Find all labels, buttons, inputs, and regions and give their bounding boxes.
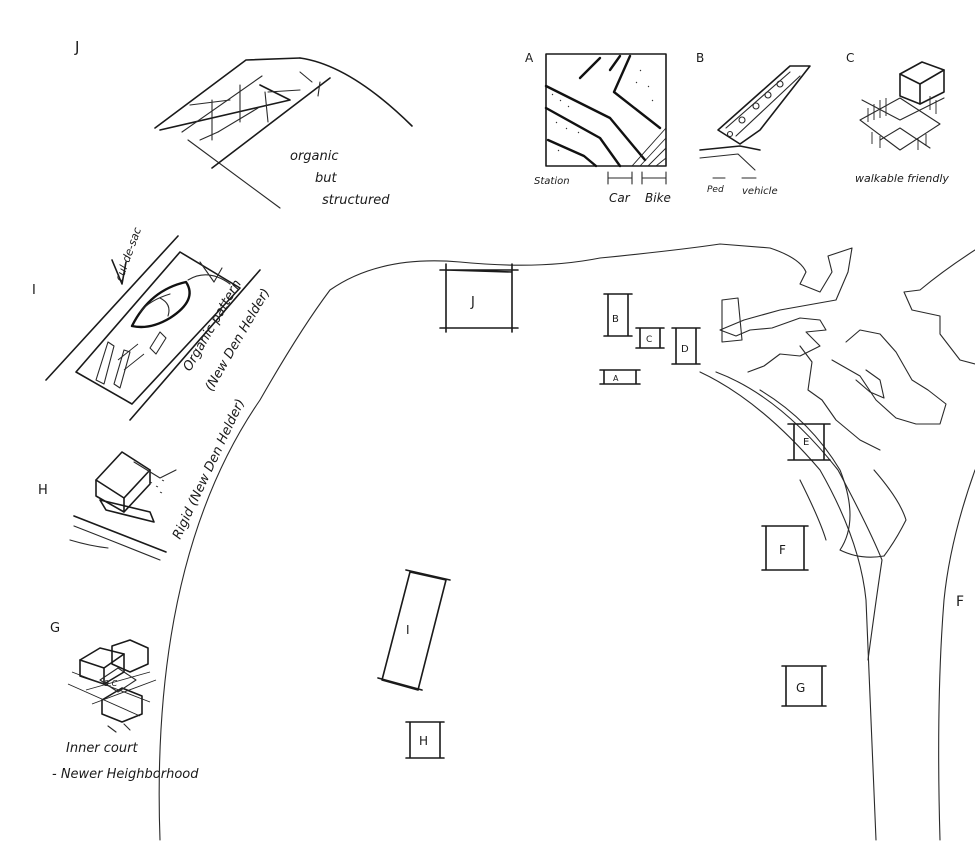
plot-i: I (377, 569, 451, 691)
sketch-a-station: Station (534, 176, 570, 187)
plot-e-label: E (803, 437, 809, 448)
sketch-i-letter: I (32, 283, 36, 298)
sketch-g: G 9.C Inner court - Newer Heighborhood (50, 621, 199, 782)
plot-h-label: H (419, 734, 428, 748)
sketch-b: B Ped vehicle (696, 51, 811, 197)
sketch-j-note-1: organic (290, 149, 339, 164)
plot-c-label: C (646, 335, 652, 345)
map-edge-label: F (956, 594, 964, 610)
sketch-a-letter: A (525, 51, 534, 65)
plot-a-label: A (613, 374, 619, 383)
plot-d-label: D (681, 344, 689, 355)
site-map: J B C D A E F I (158, 243, 975, 841)
sketch-b-vehicle: vehicle (742, 186, 778, 197)
sketch-h-note: Rigid (New Den Helder) (170, 397, 248, 542)
plot-j-label: J (470, 295, 475, 310)
plot-b: B (603, 293, 633, 337)
plot-i-label: I (406, 623, 410, 637)
plot-a: A (599, 369, 641, 385)
sketch-b-ped: Ped (707, 185, 724, 195)
plot-h: H (405, 721, 445, 759)
sketch-c-note: walkable friendly (855, 172, 949, 185)
sketch-h-letter: H (38, 483, 48, 498)
sketch-b-letter: B (696, 51, 704, 65)
sketch-j-letter: J (74, 38, 79, 56)
sketch-j-note-3: structured (322, 193, 390, 208)
plot-d: D (671, 327, 701, 365)
plot-b-label: B (612, 314, 619, 325)
sketch-g-court-mark: 9.C (104, 679, 118, 688)
plot-g: G (781, 665, 827, 707)
sketch-g-note-2: - Newer Heighborhood (52, 767, 199, 782)
sketch-a-bike: Bike (645, 191, 671, 205)
sketch-a: A Station Car Bike (525, 51, 671, 205)
plot-f: F (761, 525, 809, 571)
coastline (158, 243, 853, 841)
sketch-g-note-1: Inner court (66, 741, 138, 756)
plot-g-label: G (796, 681, 805, 695)
sketch-i-note-2: (New Den Helder) (202, 286, 273, 394)
sketch-i: I cul-de-sac Organic pattern (New Den He… (32, 226, 273, 421)
plot-j: J (439, 263, 519, 333)
plot-f-label: F (779, 543, 786, 557)
sketch-c: C walkable friendly (846, 51, 949, 185)
plot-e: E (787, 423, 831, 461)
sketch-j-note-2: but (315, 171, 337, 186)
sketch-c-letter: C (846, 51, 854, 65)
sketch-a-car: Car (609, 191, 631, 205)
sketch-g-letter: G (50, 621, 60, 636)
sketch-j: J organic but structured (74, 38, 413, 209)
plot-c: C (635, 327, 665, 349)
